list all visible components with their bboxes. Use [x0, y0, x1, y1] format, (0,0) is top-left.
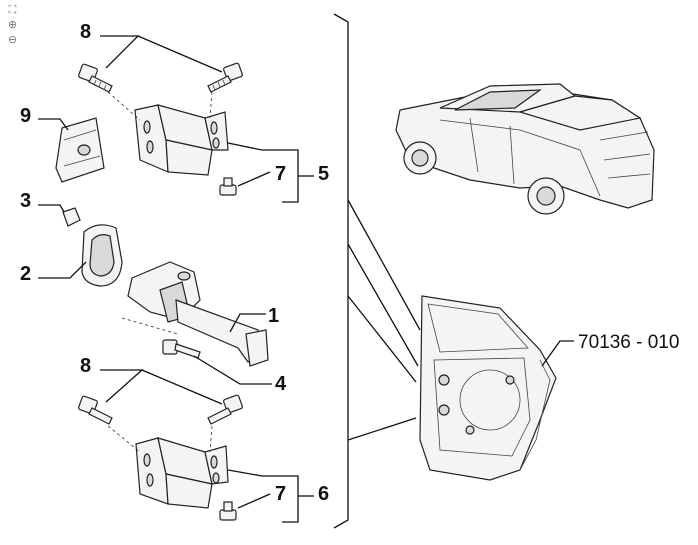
- leader-4: [193, 355, 272, 385]
- callout-6: 6: [318, 483, 329, 505]
- lower-hinge-bracket[interactable]: [135, 437, 229, 509]
- lower-screw-right[interactable]: [207, 394, 243, 425]
- bracket-6: [227, 469, 299, 523]
- leader-8-lower: [100, 369, 223, 405]
- upper-hinge-bracket[interactable]: [134, 104, 229, 176]
- leader-reference-code: [541, 340, 574, 367]
- small-nut[interactable]: [62, 207, 81, 227]
- check-strap-gasket[interactable]: [81, 224, 123, 287]
- callout-8-lower: 8: [80, 355, 91, 377]
- rear-door-illustration: [419, 295, 557, 481]
- leader-8-upper: [100, 35, 223, 73]
- zoom-in-icon[interactable]: ⊕: [7, 19, 18, 31]
- leader-1: [229, 313, 266, 333]
- door-check-strap[interactable]: [127, 261, 269, 367]
- callout-2: 2: [20, 263, 31, 285]
- lower-screw-small[interactable]: [219, 501, 237, 521]
- callout-3: 3: [20, 190, 31, 212]
- upper-screw-left[interactable]: [78, 63, 113, 93]
- callout-9: 9: [20, 105, 31, 127]
- reference-code: 70136 - 010: [578, 332, 679, 353]
- leader-2: [38, 261, 87, 279]
- callout-1: 1: [268, 305, 279, 327]
- leader-7-lower: [237, 493, 271, 509]
- callout-4: 4: [275, 373, 287, 395]
- leader-3: [38, 204, 65, 213]
- fit-page-icon[interactable]: ⛶: [8, 4, 17, 16]
- lower-screw-left[interactable]: [78, 395, 113, 425]
- callout-7-lower: 7: [275, 483, 286, 505]
- callout-5: 5: [318, 163, 329, 185]
- strap-guide-line: [121, 317, 179, 335]
- brace-pointers: [347, 199, 421, 441]
- door-grommet-pad[interactable]: [55, 117, 105, 183]
- leader-7-upper: [237, 171, 271, 187]
- upper-screw-guides: [107, 91, 213, 121]
- bracket-5: [227, 142, 299, 203]
- callout-7-upper: 7: [275, 163, 286, 185]
- assembly-brace: [333, 13, 349, 529]
- pickup-truck-illustration: [395, 83, 655, 215]
- leader-9: [38, 118, 69, 131]
- strap-screw[interactable]: [162, 339, 201, 359]
- zoom-out-icon[interactable]: ⊖: [7, 34, 18, 46]
- lower-screw-guides: [107, 425, 213, 453]
- callout-8-upper: 8: [80, 21, 91, 43]
- upper-screw-right[interactable]: [207, 62, 243, 93]
- upper-nut[interactable]: [219, 177, 237, 196]
